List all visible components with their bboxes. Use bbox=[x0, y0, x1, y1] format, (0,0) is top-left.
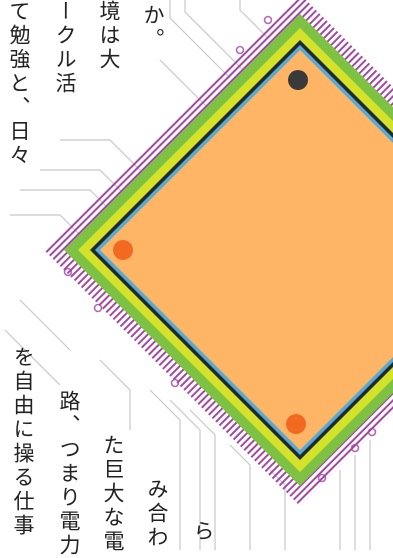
chip bbox=[44, 0, 393, 506]
text-column: を自由に操る仕事 bbox=[11, 346, 35, 538]
text-column: て勉強と、日々 bbox=[7, 0, 31, 168]
trace bbox=[169, 0, 231, 79]
trace bbox=[149, 389, 181, 550]
trace-node bbox=[235, 45, 245, 55]
circuit-traces bbox=[4, 0, 371, 550]
trace bbox=[239, 0, 269, 39]
chip-dot-bottom bbox=[286, 414, 306, 434]
trace bbox=[19, 299, 71, 351]
text-column: み合わ bbox=[145, 478, 169, 550]
trace bbox=[99, 359, 131, 430]
chip-dot-left bbox=[113, 240, 133, 260]
text-column: 路、つまり電力 bbox=[57, 390, 81, 558]
trace bbox=[4, 329, 61, 386]
chip-die bbox=[100, 50, 393, 450]
trace bbox=[189, 409, 216, 550]
trace bbox=[184, 0, 251, 78]
trace-node bbox=[263, 15, 273, 25]
trace-node bbox=[93, 303, 103, 313]
text-column: か。 bbox=[141, 4, 165, 52]
text-column: た巨大な電 bbox=[101, 434, 125, 554]
text-column: 境は大 bbox=[97, 0, 121, 72]
trace bbox=[169, 399, 201, 550]
text-column: ら bbox=[191, 520, 215, 544]
text-column: ークル活 bbox=[53, 0, 77, 96]
trace bbox=[229, 444, 251, 550]
chip-marker-dot bbox=[288, 70, 308, 90]
